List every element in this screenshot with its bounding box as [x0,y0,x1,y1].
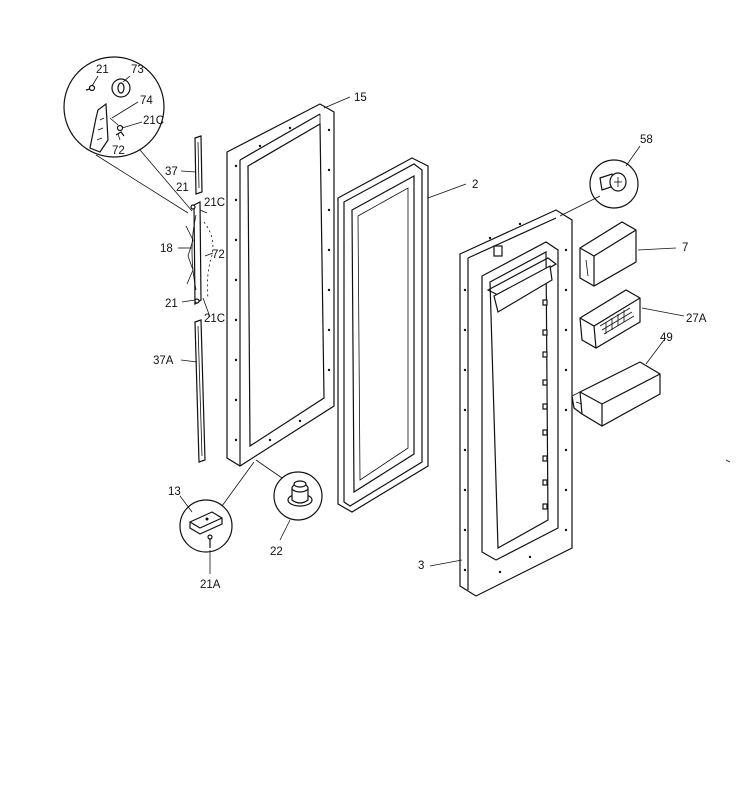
callout-22: 22 [270,546,283,558]
part-37-trim-strip [180,135,203,195]
part-3-door-liner [429,195,601,597]
callout-21-low: 21 [165,298,178,310]
callout-3: 3 [418,560,424,572]
callout-72-top: 72 [112,145,125,157]
stray-mark [725,459,731,463]
callout-72-mid: 72 [212,249,225,261]
callout-7: 7 [682,242,688,254]
callout-13: 13 [168,486,181,498]
callout-58: 58 [640,134,653,146]
callout-21-mid: 21 [176,182,189,194]
callout-21: 21 [96,64,109,76]
part-22-bushing [255,459,323,541]
frame-15-screw-holes [234,126,331,442]
callout-49: 49 [660,332,673,344]
part-15-door-frame [226,96,351,467]
callout-18: 18 [160,243,173,255]
liner-perimeter-holes [463,222,568,574]
callout-74: 74 [140,95,153,107]
detail-leader-2 [139,149,193,212]
callout-37a: 37A [153,355,174,367]
hinge-detail-circle [63,56,165,158]
part-13-hinge-bracket [179,461,255,574]
callout-37: 37 [165,166,178,178]
detail-leader-1 [95,154,189,214]
part-58-screw-detail [589,145,641,209]
callout-21c-top: 21C [143,115,164,127]
part-37a-trim-strip [180,319,206,463]
part-27a-handle-cover [579,289,685,349]
part-7-trim-cap [579,221,677,287]
callout-21c-mid: 21C [204,197,225,209]
callout-27a: 27A [686,313,707,325]
callout-21c-low: 21C [204,313,225,325]
callout-73: 73 [131,64,144,76]
part-18-hinge-bar [178,201,214,318]
callout-2: 2 [472,179,478,191]
callout-21a: 21A [200,579,221,591]
part-49-door-bin [571,339,665,427]
callout-15: 15 [354,92,367,104]
part-2-gasket [337,157,467,513]
liner-shelf-studs [542,299,548,510]
